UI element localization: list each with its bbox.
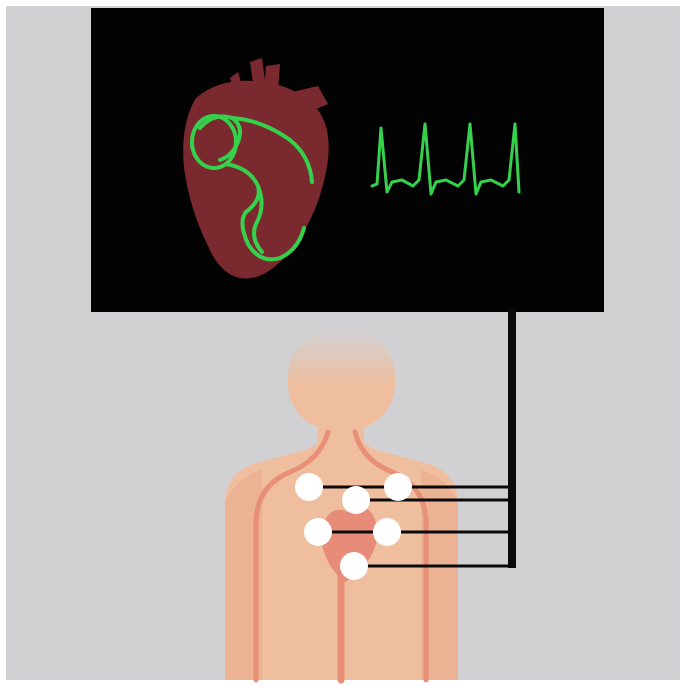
electrode-icon	[342, 486, 370, 514]
head	[288, 330, 395, 430]
monitor-screen	[91, 8, 604, 312]
electrode-icon	[340, 552, 368, 580]
electrode-icon	[384, 473, 412, 501]
electrode-icon	[304, 518, 332, 546]
electrode-icon	[295, 473, 323, 501]
electrode-icon	[373, 518, 401, 546]
